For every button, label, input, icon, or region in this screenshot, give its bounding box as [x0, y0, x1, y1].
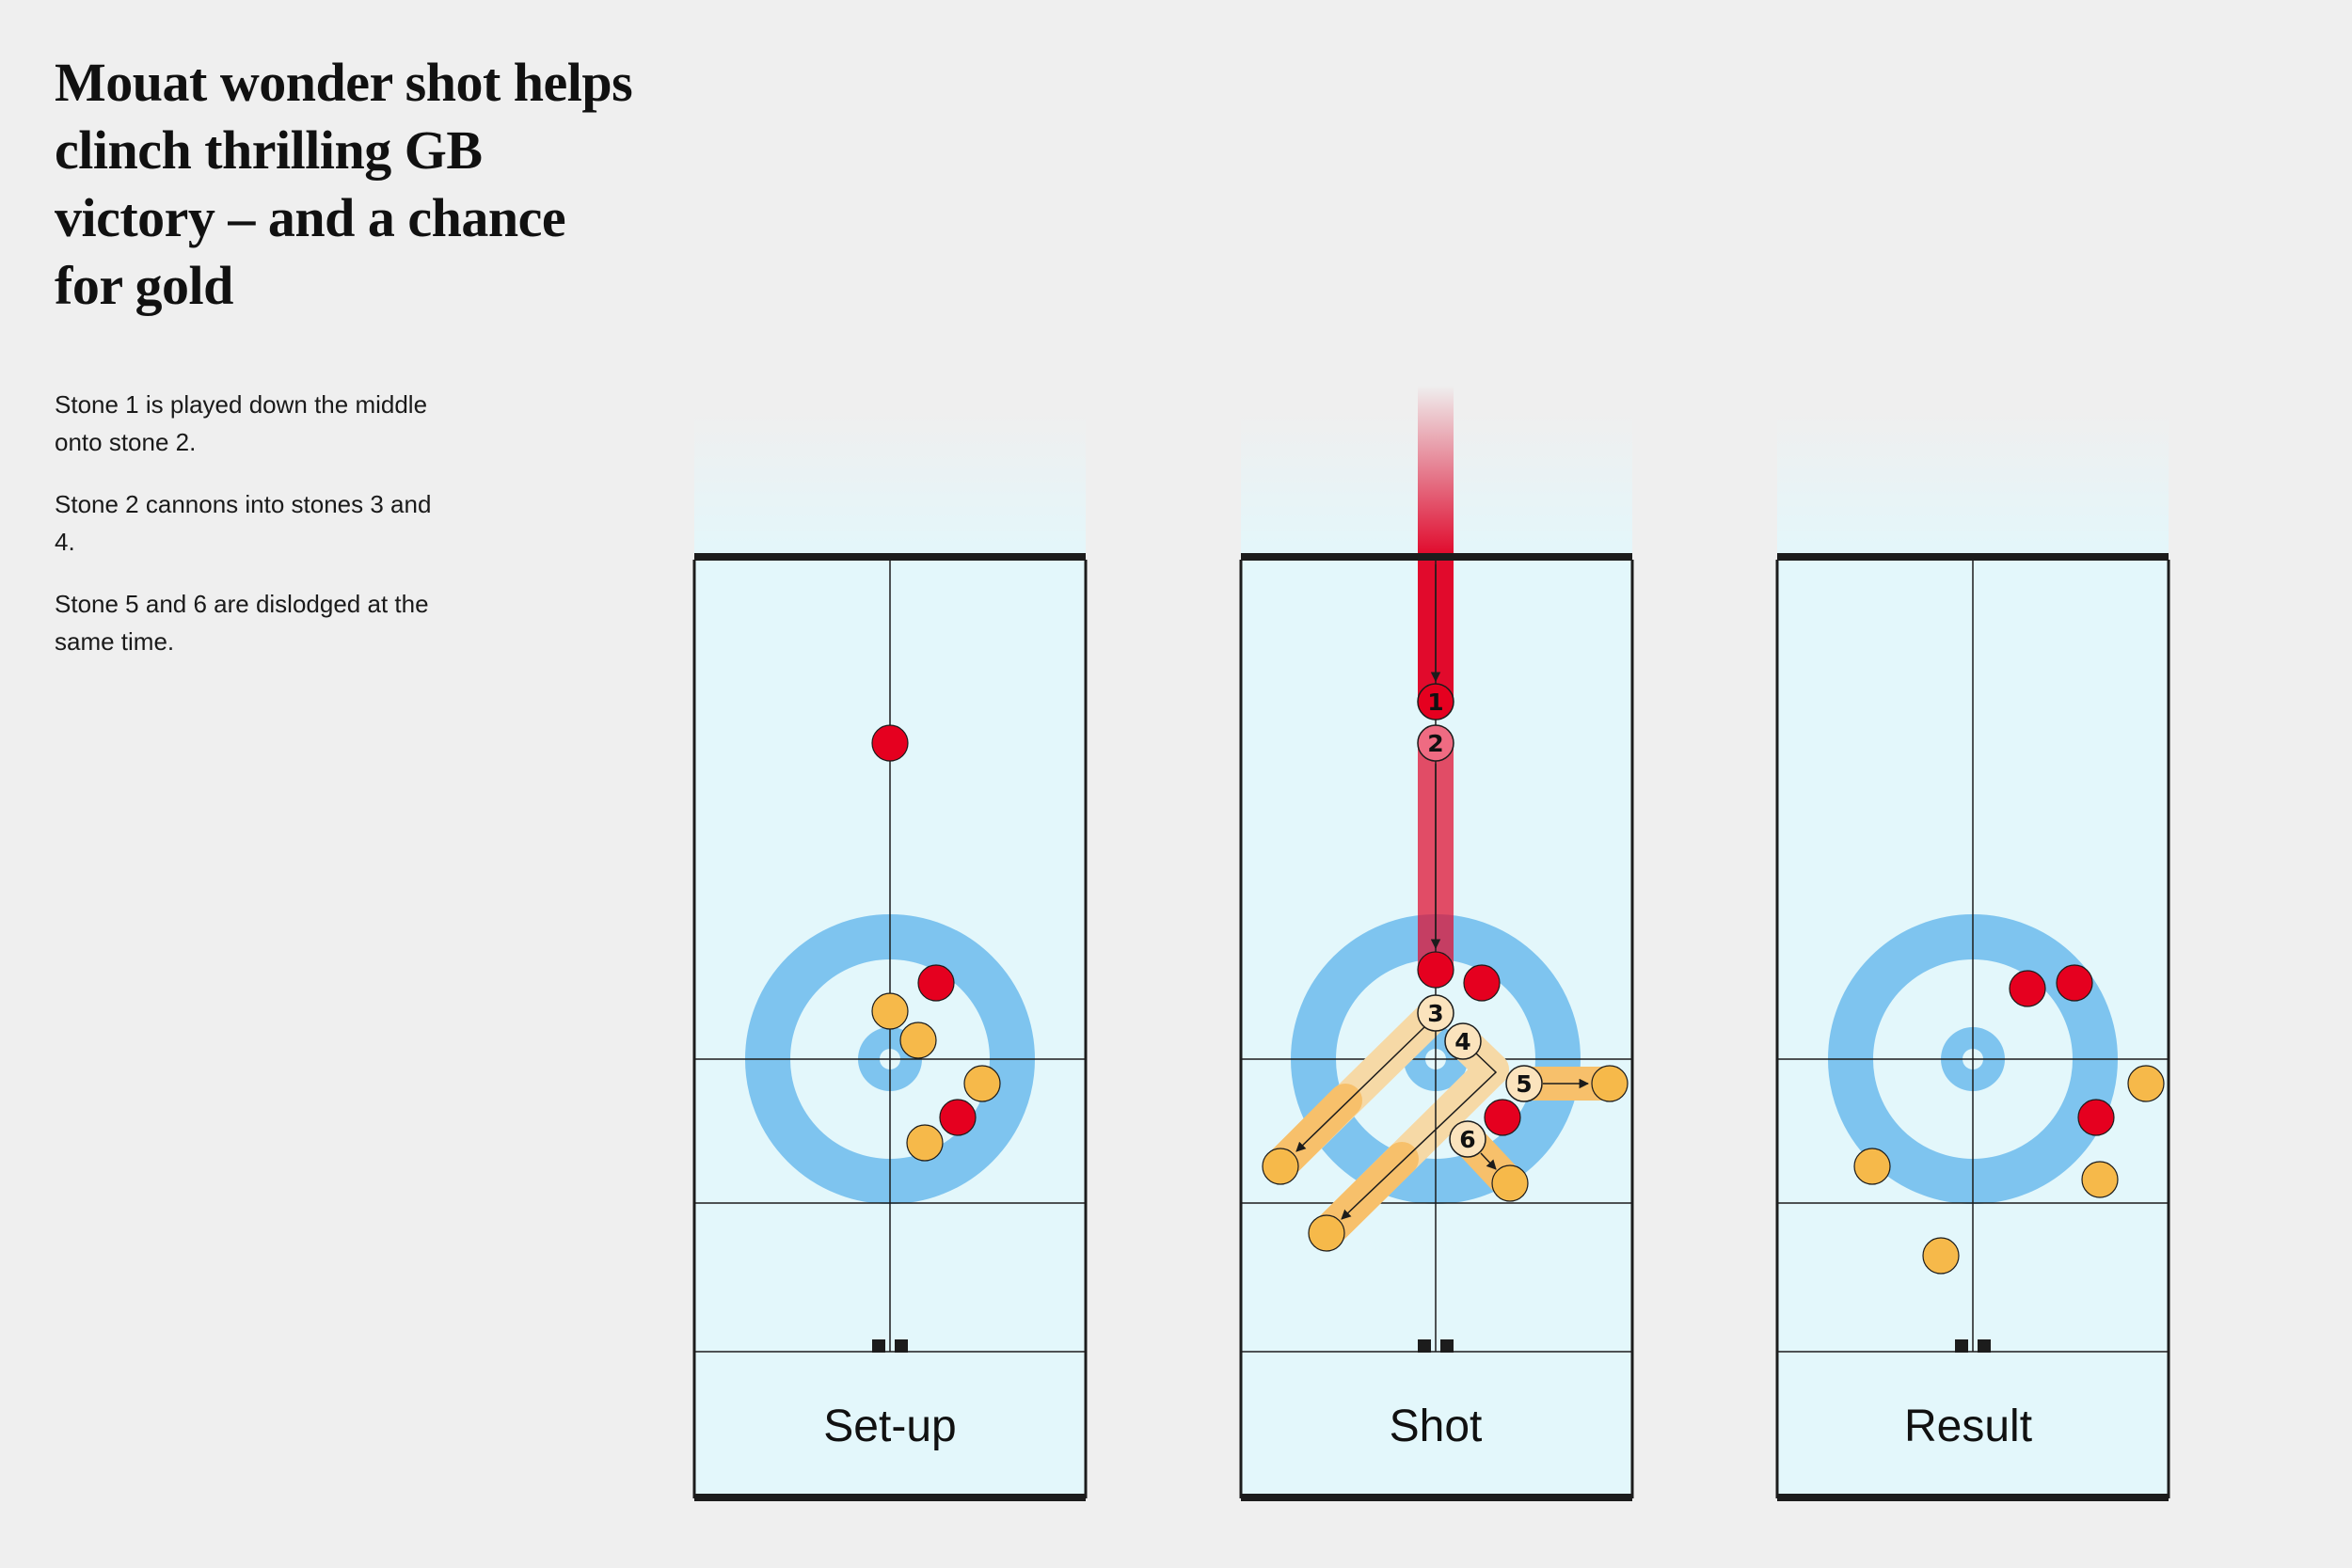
stone-2-label: 2 — [1427, 730, 1443, 757]
caption-2: Stone 2 cannons into stones 3 and 4. — [55, 490, 432, 556]
red-stone — [939, 1099, 977, 1136]
stone-3: 3 — [1417, 994, 1454, 1032]
red-stone — [2056, 964, 2093, 1002]
hog-line — [1241, 553, 1632, 561]
stone-1-label: 1 — [1427, 689, 1443, 716]
stone-3-arrow — [1295, 1026, 1425, 1152]
caption-1: Stone 1 is played down the middle onto s… — [55, 390, 428, 456]
stone-4-label: 4 — [1454, 1028, 1470, 1055]
yellow-stone — [2127, 1065, 2165, 1102]
stone-2: 2 — [1417, 724, 1454, 762]
yellow-stone — [2081, 1161, 2119, 1198]
hack-left — [1418, 1339, 1431, 1353]
hack-left — [1955, 1339, 1968, 1353]
red-stone — [1484, 1099, 1521, 1136]
red-stone — [2077, 1099, 2115, 1136]
red-stone — [871, 724, 909, 762]
hack-right — [1978, 1339, 1991, 1353]
back-edge — [1241, 1494, 1632, 1501]
yellow-stone — [1491, 1164, 1529, 1202]
back-edge — [1777, 1494, 2169, 1501]
stone-1: 1 — [1417, 683, 1454, 721]
red-stone — [1463, 964, 1501, 1002]
hog-line — [1777, 553, 2169, 561]
red-stone — [2009, 970, 2046, 1007]
panel-setup: Set-up — [692, 414, 1088, 1501]
yellow-stone — [1591, 1065, 1629, 1102]
hack-left — [872, 1339, 885, 1353]
hog-line — [694, 553, 1086, 561]
panel-label-result: Result — [1904, 1402, 2032, 1451]
hack-right — [1440, 1339, 1454, 1353]
caption-3: Stone 5 and 6 are dislodged at the same … — [55, 590, 429, 656]
panel-shot: 1 2 3 4 5 6 Shot — [1239, 386, 1634, 1501]
red-stone — [1417, 951, 1454, 989]
yellow-stone — [963, 1065, 1001, 1102]
stone-4-arrow — [1341, 1051, 1498, 1220]
stone-5: 5 — [1505, 1065, 1543, 1102]
panel-label-shot: Shot — [1390, 1402, 1483, 1451]
yellow-stone — [1262, 1148, 1299, 1185]
stone-4-marker — [1444, 1022, 1482, 1060]
yellow-stone — [899, 1022, 937, 1059]
back-edge — [694, 1494, 1086, 1501]
panel-result: Result — [1775, 414, 2170, 1501]
panel-label-setup: Set-up — [823, 1402, 956, 1451]
stone-6-arrow — [1480, 1152, 1497, 1170]
yellow-stone — [1853, 1148, 1891, 1185]
stone-2-marker — [1417, 724, 1454, 762]
yellow-stone — [871, 992, 909, 1030]
red-stone — [917, 964, 955, 1002]
stone-5-marker — [1505, 1065, 1543, 1102]
stone-1-marker — [1417, 683, 1454, 721]
stone-3-marker — [1417, 994, 1454, 1032]
captions: Stone 1 is played down the middle onto s… — [55, 386, 450, 685]
stone-5-label: 5 — [1516, 1070, 1532, 1098]
stone-6-label: 6 — [1459, 1126, 1475, 1153]
stone-4: 4 — [1444, 1022, 1482, 1060]
hack-right — [895, 1339, 908, 1353]
yellow-stone — [906, 1124, 944, 1162]
stone-3-label: 3 — [1427, 1000, 1443, 1027]
stone-6: 6 — [1449, 1120, 1486, 1158]
headline: Mouat wonder shot helps clinch thrilling… — [55, 52, 633, 316]
yellow-stone — [1308, 1214, 1345, 1252]
stone-6-marker — [1449, 1120, 1486, 1158]
yellow-stone — [1922, 1237, 1960, 1275]
